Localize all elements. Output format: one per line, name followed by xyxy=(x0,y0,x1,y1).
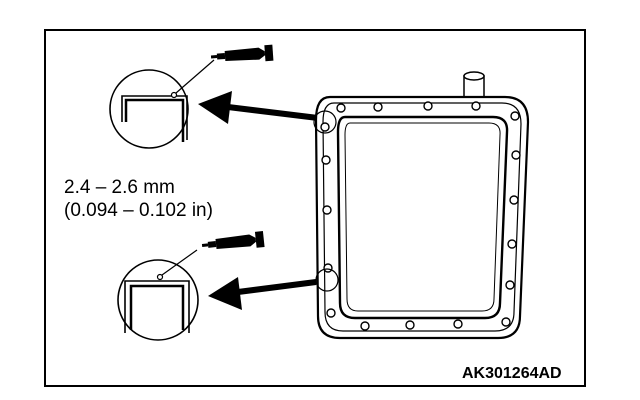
sealant-bead-spec: 2.4 – 2.6 mm (0.094 – 0.102 in) xyxy=(64,176,213,222)
arrow-icon xyxy=(198,91,319,124)
detail-circle-bottom xyxy=(117,249,199,341)
figure-frame xyxy=(44,29,586,387)
arrow-icon xyxy=(208,277,317,310)
detail-circle-top xyxy=(109,59,215,149)
spec-metric: 2.4 – 2.6 mm xyxy=(64,177,175,198)
figure-code: AK301264AD xyxy=(462,365,562,382)
oil-pan-outline xyxy=(313,71,530,340)
sealant-tube-icon xyxy=(210,44,274,65)
spec-imperial: (0.094 – 0.102 in) xyxy=(64,200,213,221)
sealant-tube-icon xyxy=(201,231,265,254)
